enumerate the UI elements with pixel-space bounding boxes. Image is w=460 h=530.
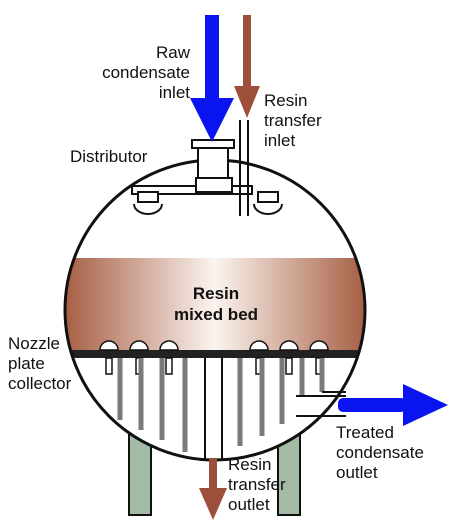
resin-transfer-inlet-arrow [234,15,260,118]
svg-text:Resin: Resin [228,455,271,474]
svg-text:plate: plate [8,354,45,373]
resin-mixed-bed [65,258,365,350]
label-distributor: Distributor [70,147,148,166]
label-treated-condensate-outlet: Treated condensate outlet [336,423,424,482]
label-raw-condensate-inlet: Raw condensate inlet [102,43,191,102]
svg-text:Treated: Treated [336,423,394,442]
svg-text:Resin: Resin [264,91,307,110]
label-resin-transfer-outlet: Resin transfer outlet [228,455,286,514]
svg-text:condensate: condensate [336,443,424,462]
label-nozzle-plate-collector: Nozzle plate collector [8,334,72,393]
svg-text:condensate: condensate [102,63,190,82]
raw-condensate-inlet-arrow [190,15,234,142]
svg-text:outlet: outlet [228,495,270,514]
nozzle-plate [65,350,365,358]
collector-pipes [117,358,325,452]
svg-text:Nozzle: Nozzle [8,334,60,353]
svg-text:transfer: transfer [264,111,322,130]
resin-transfer-inlet-pipe [239,120,249,216]
nozzle [159,340,179,351]
svg-text:Resin: Resin [193,284,239,303]
resin-transfer-outlet-arrow [199,458,227,520]
nozzle [279,340,299,351]
svg-text:transfer: transfer [228,475,286,494]
nozzle [249,340,269,351]
label-resin-transfer-inlet: Resin transfer inlet [264,91,322,150]
resin-transfer-outlet-funnel [204,358,223,460]
svg-text:mixed bed: mixed bed [174,305,258,324]
label-resin-mixed-bed: Resin mixed bed [174,284,258,324]
svg-text:inlet: inlet [264,131,295,150]
nozzle-row [99,340,329,375]
svg-text:collector: collector [8,374,72,393]
nozzle [99,340,119,351]
distributor-assembly [131,139,283,215]
nozzle [309,340,329,351]
treated-condensate-outlet-arrow [338,384,448,426]
svg-text:Raw: Raw [156,43,191,62]
svg-text:inlet: inlet [159,83,190,102]
svg-text:outlet: outlet [336,463,378,482]
nozzle [129,340,149,351]
